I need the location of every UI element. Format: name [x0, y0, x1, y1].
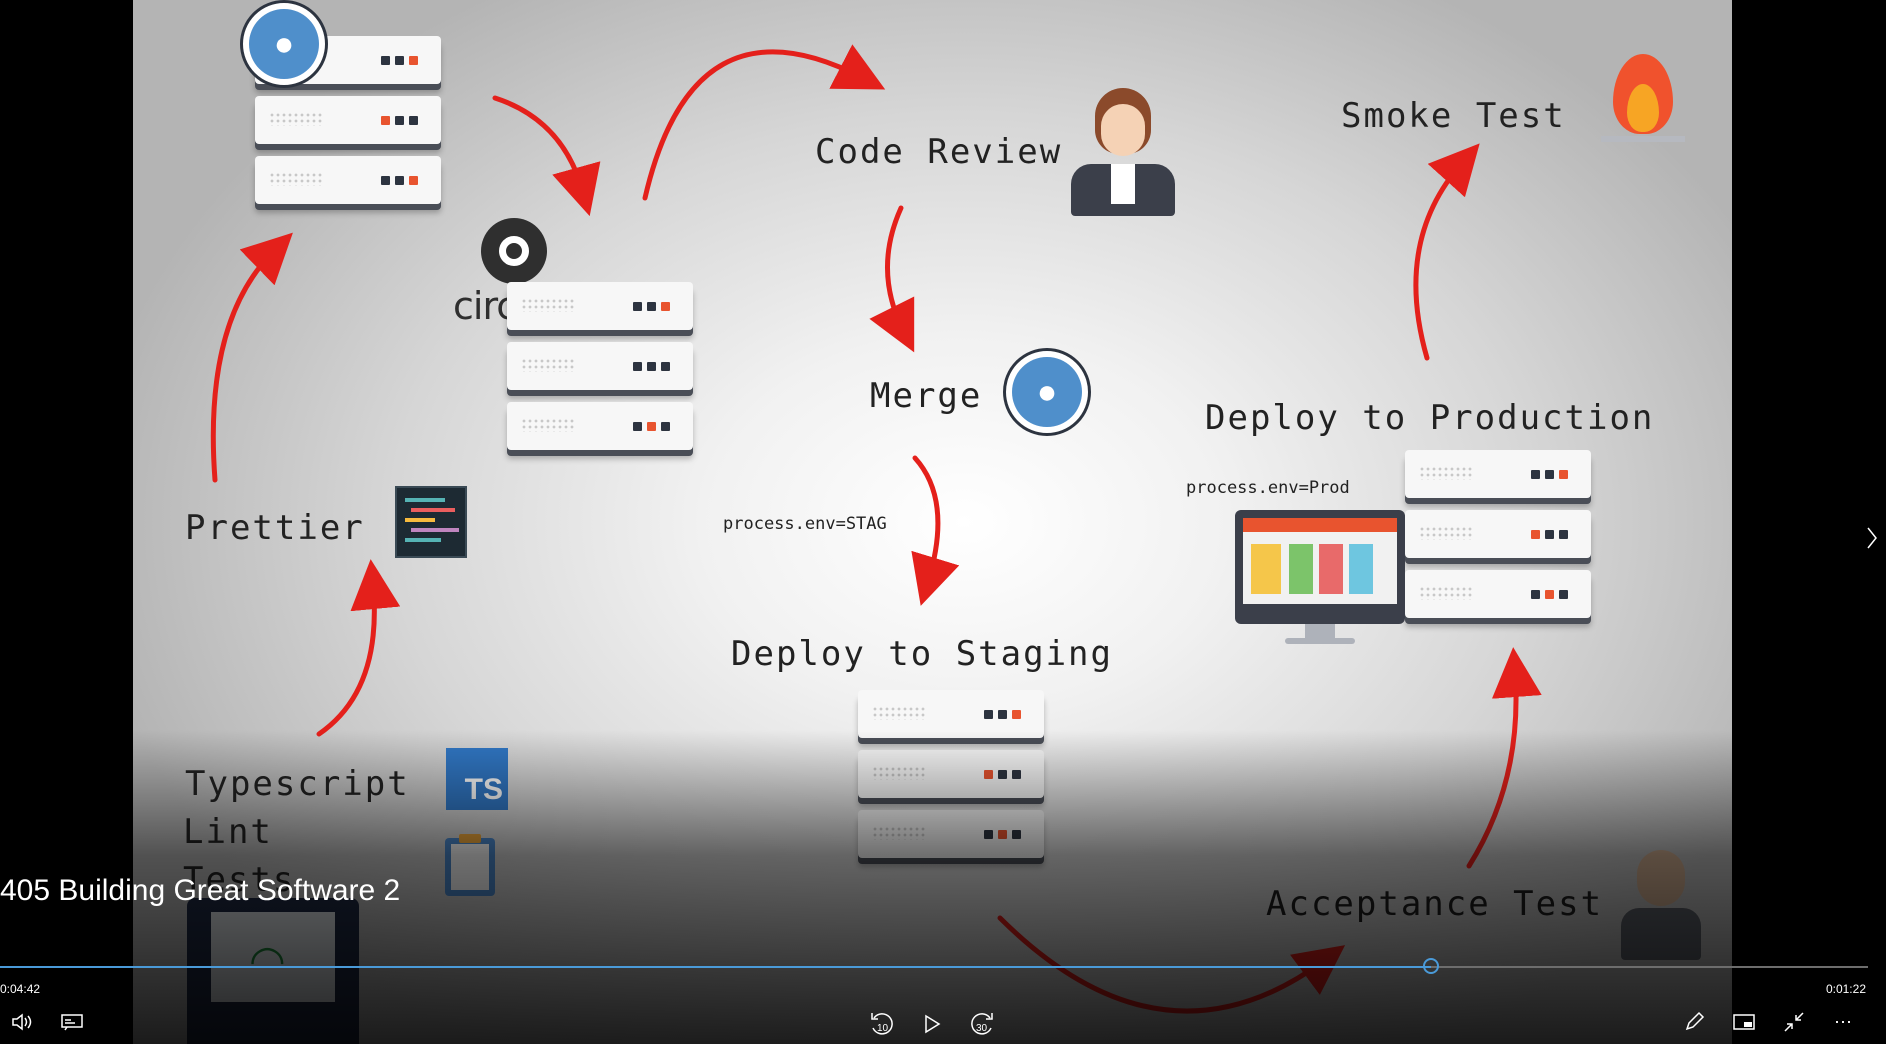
miniview-icon[interactable]: [1726, 1004, 1762, 1040]
next-chevron-icon[interactable]: [1860, 520, 1884, 556]
smoke-test-label: Smoke Test: [1341, 96, 1566, 136]
arrow-circleci-to-review: [642, 44, 886, 201]
typescript-label: Typescript: [185, 764, 410, 804]
lint-label: Lint: [183, 812, 273, 852]
circleci-server-stack: [507, 282, 693, 462]
code-review-label: Code Review: [815, 132, 1063, 172]
staging-server-stack: [858, 690, 1044, 870]
typescript-logo-icon: TS: [446, 748, 508, 810]
seek-bar-progress: [0, 966, 1431, 968]
captions-icon[interactable]: [54, 1004, 90, 1040]
arrow-prettier-to-github: [210, 232, 293, 483]
volume-icon[interactable]: [4, 1004, 40, 1040]
arrow-ts-to-prettier: [316, 559, 401, 737]
video-title: 405 Building Great Software 2: [0, 874, 401, 907]
deploy-staging-label: Deploy to Staging: [731, 634, 1113, 674]
svg-text:30: 30: [976, 1023, 988, 1034]
env-stag-label: process.env=STAG: [723, 514, 887, 534]
checklist-clipboard-icon: [445, 834, 501, 896]
circleci-logo-icon: [481, 218, 547, 284]
monitor-dashboard-icon: [1235, 510, 1405, 650]
remaining-time: 0:01:22: [1825, 982, 1866, 996]
seek-bar[interactable]: [0, 966, 1868, 968]
svg-text:10: 10: [877, 1023, 889, 1034]
pen-icon[interactable]: [1676, 1004, 1712, 1040]
github-octocat-icon: ●: [240, 0, 328, 88]
reviewer-person-icon: [1071, 88, 1175, 216]
forward-30-icon[interactable]: 30: [964, 1006, 1000, 1042]
prettier-code-icon: [395, 486, 467, 558]
wifi-icon: ◠: [249, 937, 286, 984]
arrow-staging-to-acceptance: [997, 915, 1346, 1014]
arrow-acceptance-to-prod: [1466, 647, 1542, 869]
fire-icon: [1601, 50, 1685, 142]
exit-fullscreen-icon[interactable]: [1776, 1004, 1812, 1040]
acceptance-test-label: Acceptance Test: [1266, 884, 1604, 924]
elapsed-time: 0:04:42: [0, 982, 41, 996]
arrow-review-to-merge: [869, 205, 915, 353]
arrow-github-to-circleci: [492, 95, 601, 217]
deploy-production-label: Deploy to Production: [1205, 398, 1655, 438]
more-icon[interactable]: ⋯: [1834, 1011, 1854, 1032]
env-prod-label: process.env=Prod: [1186, 478, 1350, 498]
production-server-stack: [1405, 450, 1591, 630]
seek-thumb[interactable]: [1423, 958, 1439, 974]
merge-label: Merge: [870, 376, 983, 416]
play-icon[interactable]: [914, 1006, 950, 1042]
arrow-prod-to-smoke: [1413, 143, 1480, 361]
prettier-label: Prettier: [185, 508, 365, 548]
laptop-wifi-icon: ◠: [187, 898, 359, 1044]
rewind-10-icon[interactable]: 10: [864, 1006, 900, 1042]
businessman-icon: [1621, 850, 1701, 960]
merge-github-icon: ●: [1003, 348, 1091, 436]
arrow-merge-to-staging: [911, 455, 960, 606]
